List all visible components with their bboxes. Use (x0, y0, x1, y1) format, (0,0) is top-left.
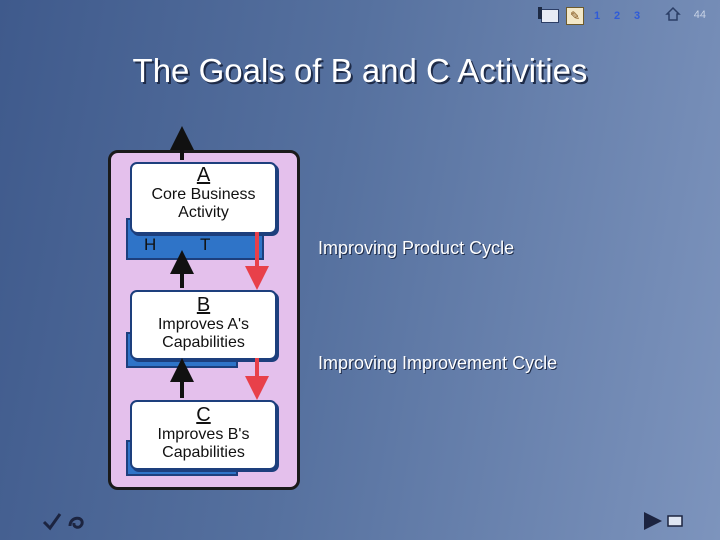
label-h: H (144, 235, 157, 254)
activity-b-desc-1: Improves A's (157, 316, 250, 333)
activity-b-card: B Improves A's Capabilities (130, 290, 277, 360)
page-number: 44 (693, 9, 706, 21)
slide-link-3[interactable]: 3 (633, 10, 641, 22)
pencil-icon[interactable]: ✎ (566, 7, 584, 25)
play-icon[interactable] (640, 510, 688, 532)
label-t: T (200, 235, 211, 254)
home-icon[interactable] (665, 6, 681, 22)
activity-c-letter: C (196, 404, 211, 426)
slides-icon[interactable] (538, 7, 560, 25)
activity-c-desc-1: Improves B's (157, 426, 250, 443)
activity-a-letter: A (196, 164, 211, 186)
activity-c-desc-2: Capabilities (162, 444, 245, 461)
improvement-cycle-label: Improving Improvement Cycle (318, 353, 558, 373)
slide-link-2[interactable]: 2 (613, 10, 621, 22)
slide-title: The Goals of B and C Activities (132, 52, 588, 89)
presentation-toolbar: ✎ 1 2 3 (538, 6, 644, 26)
activity-a-card: A Core Business Activity (130, 162, 277, 234)
activity-a-desc-2: Activity (178, 204, 229, 221)
activity-c-card: C Improves B's Capabilities (130, 400, 277, 470)
activity-b-letter: B (196, 294, 211, 316)
slide-link-1[interactable]: 1 (593, 10, 601, 22)
product-cycle-label: Improving Product Cycle (318, 238, 515, 258)
activity-a-desc-1: Core Business (151, 186, 256, 203)
activity-b-desc-2: Capabilities (162, 334, 245, 351)
checkmark-icon[interactable] (40, 510, 90, 532)
